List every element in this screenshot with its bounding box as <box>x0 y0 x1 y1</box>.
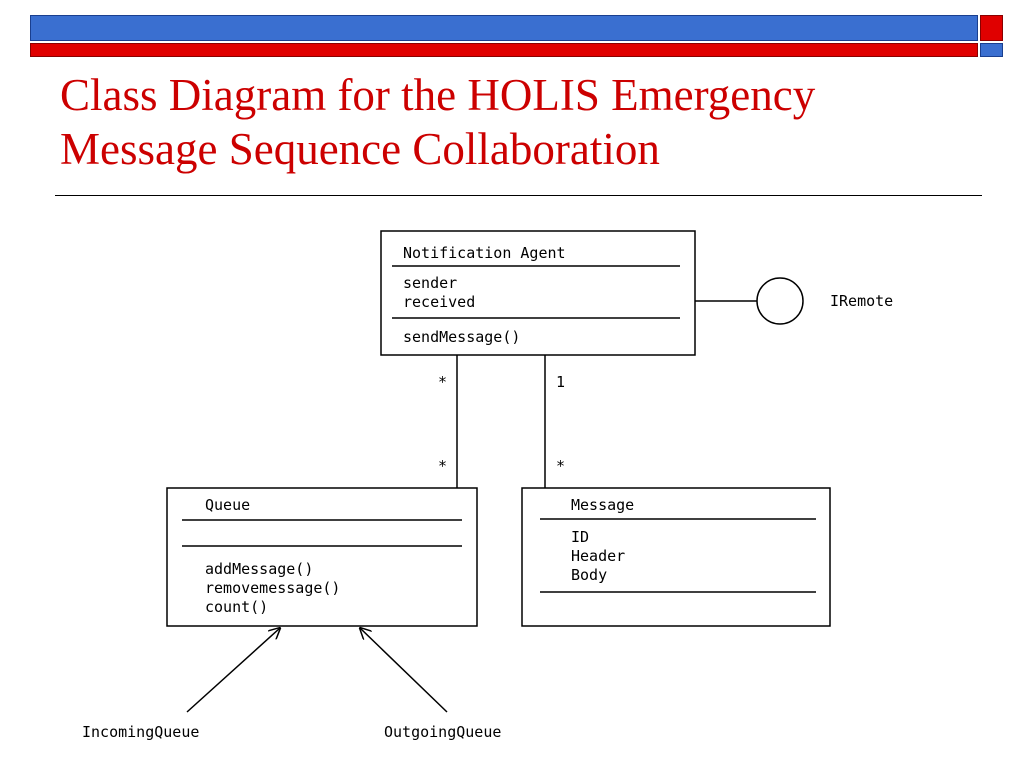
slide-title-line-1: Class Diagram for the HOLIS Emergency <box>60 70 816 120</box>
notification-agent-attribute-received: received <box>403 293 475 311</box>
slide-title: Class Diagram for the HOLIS Emergency Me… <box>60 68 980 176</box>
notification-agent-attribute-sender: sender <box>403 274 457 292</box>
header-square-blue <box>980 43 1003 57</box>
multiplicity-agent-queue-bottom: * <box>438 457 447 475</box>
message-name: Message <box>571 496 634 514</box>
notification-agent-operation-sendmessage: sendMessage() <box>403 328 520 346</box>
header-bar-red <box>30 43 978 57</box>
title-divider <box>55 195 982 196</box>
header-bar-blue <box>30 15 978 41</box>
queue-operation-count: count() <box>205 598 268 616</box>
multiplicity-agent-queue-top: * <box>438 373 447 391</box>
iremote-lollipop-icon <box>756 277 804 325</box>
multiplicity-agent-message-bottom: * <box>556 457 565 475</box>
queue-name: Queue <box>205 496 250 514</box>
incoming-queue-arrow <box>186 628 280 713</box>
queue-operation-addmessage: addMessage() <box>205 560 313 578</box>
multiplicity-agent-message-top: 1 <box>556 373 565 391</box>
incoming-queue-label: IncomingQueue <box>82 723 199 741</box>
queue-class: Queue addMessage() removemessage() count… <box>166 487 478 627</box>
outgoing-queue-arrow <box>360 628 448 713</box>
notification-agent-name: Notification Agent <box>403 244 566 262</box>
message-attribute-id: ID <box>571 528 589 546</box>
queue-box <box>166 487 478 627</box>
notification-agent-box <box>380 230 696 356</box>
header-square-red <box>980 15 1003 41</box>
outgoing-queue-label: OutgoingQueue <box>384 723 501 741</box>
message-box <box>521 487 831 627</box>
slide-title-line-2: Message Sequence Collaboration <box>60 124 660 174</box>
iremote-label: IRemote <box>830 292 893 310</box>
iremote-interface: IRemote <box>695 277 893 325</box>
message-attribute-header: Header <box>571 547 625 565</box>
message-attribute-body: Body <box>571 566 607 584</box>
message-class: Message ID Header Body <box>521 487 831 627</box>
queue-operation-removemessage: removemessage() <box>205 579 340 597</box>
notification-agent-class: Notification Agent sender received sendM… <box>380 230 696 356</box>
